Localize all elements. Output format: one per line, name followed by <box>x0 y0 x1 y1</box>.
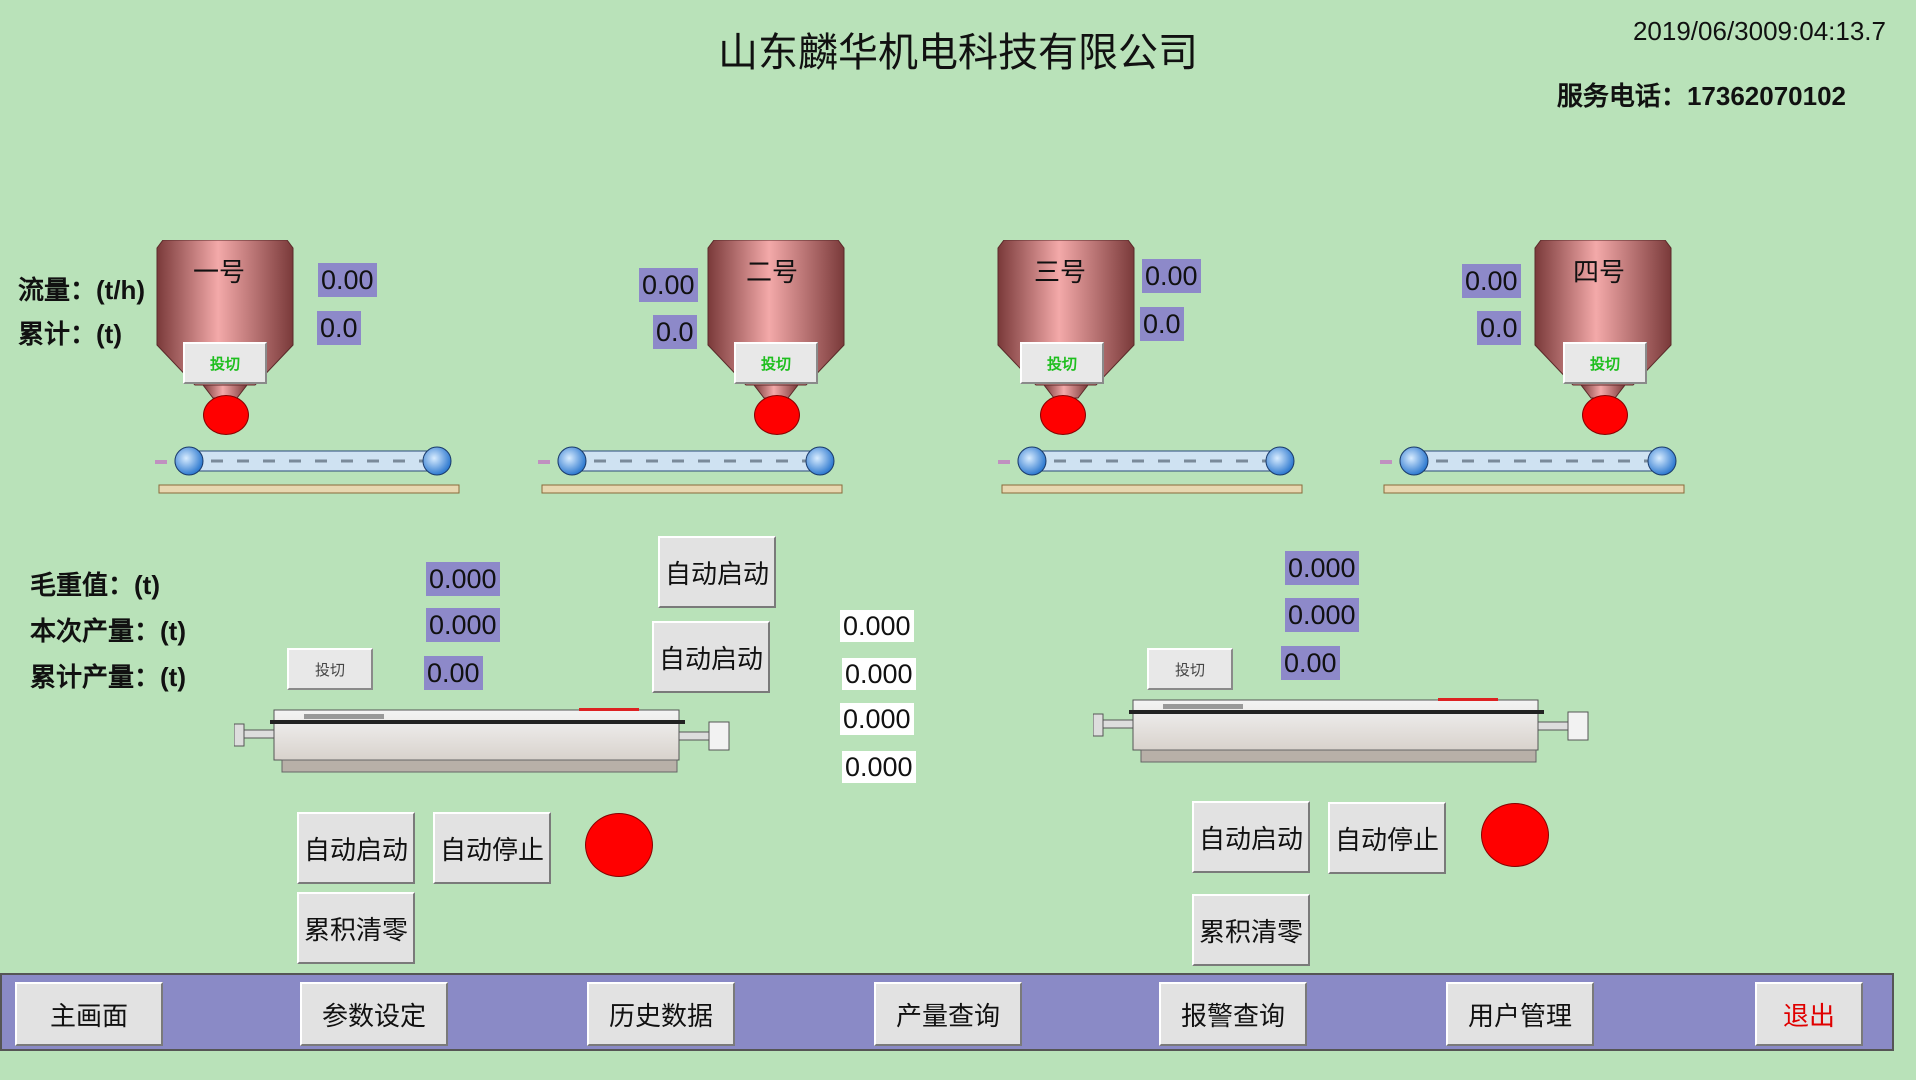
hopper-1-total-value: 0.0 <box>317 311 361 345</box>
right-scale-gross-value: 0.000 <box>1285 551 1359 585</box>
left-scale-gross-value: 0.000 <box>426 562 500 596</box>
nav-exit-button[interactable]: 退出 <box>1755 982 1863 1046</box>
hopper-4-name: 四号 <box>1573 258 1626 288</box>
hopper-4-switch-button[interactable]: 投切 <box>1563 342 1647 384</box>
conveyor-4 <box>1380 446 1685 494</box>
nav-main-screen-button[interactable]: 主画面 <box>15 982 163 1046</box>
hopper-1-status-indicator <box>203 395 249 435</box>
hopper-2-switch-button[interactable]: 投切 <box>734 342 818 384</box>
hopper-3: 三号 投切 <box>996 239 1141 435</box>
right-scale-current-value: 0.000 <box>1285 598 1359 632</box>
page-title: 山东麟华机电科技有限公司 <box>718 30 1198 76</box>
hopper-3-name: 三号 <box>1034 258 1087 288</box>
center-value-3: 0.000 <box>840 703 914 735</box>
hopper-2-total-value: 0.0 <box>653 315 697 349</box>
hopper-2-flow-value: 0.00 <box>639 268 698 302</box>
nav-history-data-button[interactable]: 历史数据 <box>587 982 735 1046</box>
center-value-4: 0.000 <box>842 751 916 783</box>
conveyor-2 <box>538 446 843 494</box>
right-auto-stop-button[interactable]: 自动停止 <box>1328 802 1446 874</box>
hopper-3-total-value: 0.0 <box>1140 307 1184 341</box>
gross-weight-label: 毛重值：(t) <box>30 570 160 600</box>
hopper-1-switch-button[interactable]: 投切 <box>183 342 267 384</box>
hopper-1-flow-value: 0.00 <box>318 263 377 297</box>
cumulative-output-label: 累计产量：(t) <box>30 662 186 692</box>
service-phone-label: 服务电话： <box>1556 81 1687 111</box>
hopper-2-status-indicator <box>754 395 800 435</box>
hopper-4-status-indicator <box>1582 395 1628 435</box>
hopper-2-name: 二号 <box>746 258 799 288</box>
nav-parameter-settings-button[interactable]: 参数设定 <box>300 982 448 1046</box>
nav-output-query-button[interactable]: 产量查询 <box>874 982 1022 1046</box>
right-scale-switch-button[interactable]: 投切 <box>1147 648 1233 690</box>
hopper-3-flow-value: 0.00 <box>1142 259 1201 293</box>
hopper-4-flow-value: 0.00 <box>1462 264 1521 298</box>
nav-alarm-query-button[interactable]: 报警查询 <box>1159 982 1307 1046</box>
hopper-3-status-indicator <box>1040 395 1086 435</box>
hopper-4-total-value: 0.0 <box>1477 311 1521 345</box>
center-auto-start-button-2[interactable]: 自动启动 <box>652 621 770 693</box>
left-scale-status-indicator <box>585 813 653 877</box>
left-scale-switch-button[interactable]: 投切 <box>287 648 373 690</box>
left-scale-current-value: 0.000 <box>426 608 500 642</box>
center-value-1: 0.000 <box>840 610 914 642</box>
conveyor-1 <box>155 446 460 494</box>
total-label: 累计：(t) <box>18 319 122 349</box>
right-clear-total-button[interactable]: 累积清零 <box>1192 894 1310 966</box>
service-phone: 服务电话：17362070102 <box>1557 76 1846 113</box>
hopper-1: 一号 投切 <box>155 239 300 435</box>
hopper-1-name: 一号 <box>193 258 246 288</box>
hopper-3-switch-button[interactable]: 投切 <box>1020 342 1104 384</box>
left-scale-graphic <box>234 708 730 773</box>
nav-user-management-button[interactable]: 用户管理 <box>1446 982 1594 1046</box>
left-auto-start-button[interactable]: 自动启动 <box>297 812 415 884</box>
datetime-display: 2019/06/3009:04:13.7 <box>1632 16 1886 46</box>
right-scale-status-indicator <box>1481 803 1549 867</box>
service-phone-number: 17362070102 <box>1686 81 1846 111</box>
right-scale-cumulative-value: 0.00 <box>1281 646 1340 680</box>
hopper-2: 二号 投切 <box>706 239 851 435</box>
right-auto-start-button[interactable]: 自动启动 <box>1192 801 1310 873</box>
left-auto-stop-button[interactable]: 自动停止 <box>433 812 551 884</box>
hopper-4: 四号 投切 <box>1533 239 1678 435</box>
current-output-label: 本次产量：(t) <box>30 616 186 646</box>
left-clear-total-button[interactable]: 累积清零 <box>297 892 415 964</box>
conveyor-3 <box>998 446 1303 494</box>
flow-label: 流量：(t/h) <box>18 275 146 305</box>
center-value-2: 0.000 <box>842 658 916 690</box>
right-scale-graphic <box>1093 698 1589 763</box>
left-scale-cumulative-value: 0.00 <box>424 656 483 690</box>
center-auto-start-button-1[interactable]: 自动启动 <box>658 536 776 608</box>
